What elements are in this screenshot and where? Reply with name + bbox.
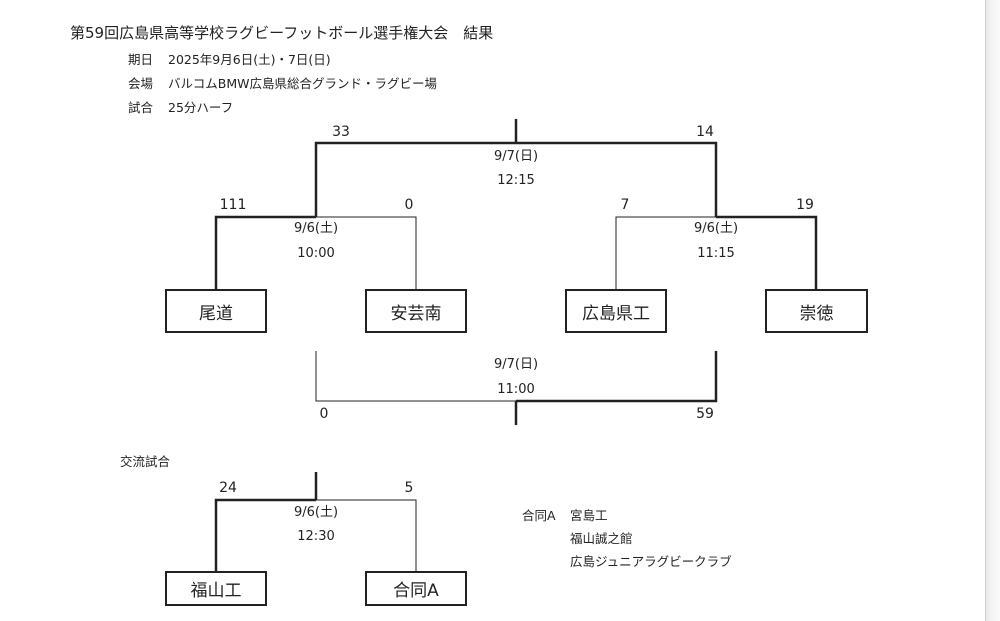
exchange-heading: 交流試合	[120, 454, 171, 469]
final-line-left	[314, 141, 516, 217]
final-time: 12:15	[497, 173, 535, 188]
team-box-onomichi: 尾道	[165, 289, 267, 333]
semi1-line-loser	[316, 216, 417, 290]
info-value-match: 25分ハーフ	[168, 100, 234, 115]
page-edge	[985, 0, 1000, 621]
semi1-score-left: 111	[219, 197, 247, 213]
info-value-date: 2025年9月6日(土)・7日(日)	[168, 52, 331, 67]
info-label-date: 期日	[128, 52, 154, 67]
semi1-line-winner	[214, 215, 316, 290]
semi2-line-loser	[615, 216, 716, 290]
final-line-right	[516, 141, 718, 217]
third-date: 9/7(日)	[493, 357, 539, 372]
final-score-left: 33	[332, 124, 350, 140]
third-time: 11:00	[497, 382, 535, 397]
third-score-left: 0	[319, 406, 329, 422]
semi2-time: 11:15	[697, 246, 735, 261]
joint-team-member: 広島ジュニアラグビークラブ	[570, 554, 732, 569]
info-label-venue: 会場	[128, 76, 154, 91]
joint-team-name: 合同A	[522, 508, 556, 523]
semi1-date: 9/6(土)	[293, 221, 339, 236]
joint-team-member: 宮島工	[570, 508, 608, 523]
third-score-right: 59	[696, 406, 714, 422]
team-box-akiminami: 安芸南	[365, 289, 467, 333]
semi2-line-winner	[716, 215, 818, 290]
page-title: 第59回広島県高等学校ラグビーフットボール選手権大会 結果	[70, 24, 494, 42]
exchange-score-left: 24	[219, 480, 237, 496]
semi2-date: 9/6(土)	[693, 221, 739, 236]
team-box-fukuyama-ko: 福山工	[165, 571, 267, 606]
team-box-hiroshima-kenko: 広島県工	[565, 289, 667, 333]
exchange-score-right: 5	[404, 480, 414, 496]
team-box-sotoku: 崇徳	[765, 289, 868, 333]
exchange-line-loser	[316, 499, 417, 572]
info-value-venue: バルコムBMW広島県総合グランド・ラグビー場	[168, 76, 437, 91]
exchange-date: 9/6(土)	[293, 505, 339, 520]
semi2-score-left: 7	[620, 197, 630, 213]
joint-team-member: 福山誠之館	[570, 531, 633, 546]
third-line-right	[516, 351, 718, 403]
third-line-left	[315, 351, 516, 402]
exchange-time: 12:30	[297, 529, 335, 544]
semi1-score-right: 0	[404, 197, 414, 213]
semi1-time: 10:00	[297, 246, 335, 261]
team-box-godo-a: 合同A	[365, 571, 467, 606]
info-label-match: 試合	[128, 100, 154, 115]
final-date: 9/7(日)	[493, 149, 539, 164]
final-score-right: 14	[696, 124, 714, 140]
exchange-line-winner	[214, 498, 316, 572]
semi2-score-right: 19	[796, 197, 814, 213]
